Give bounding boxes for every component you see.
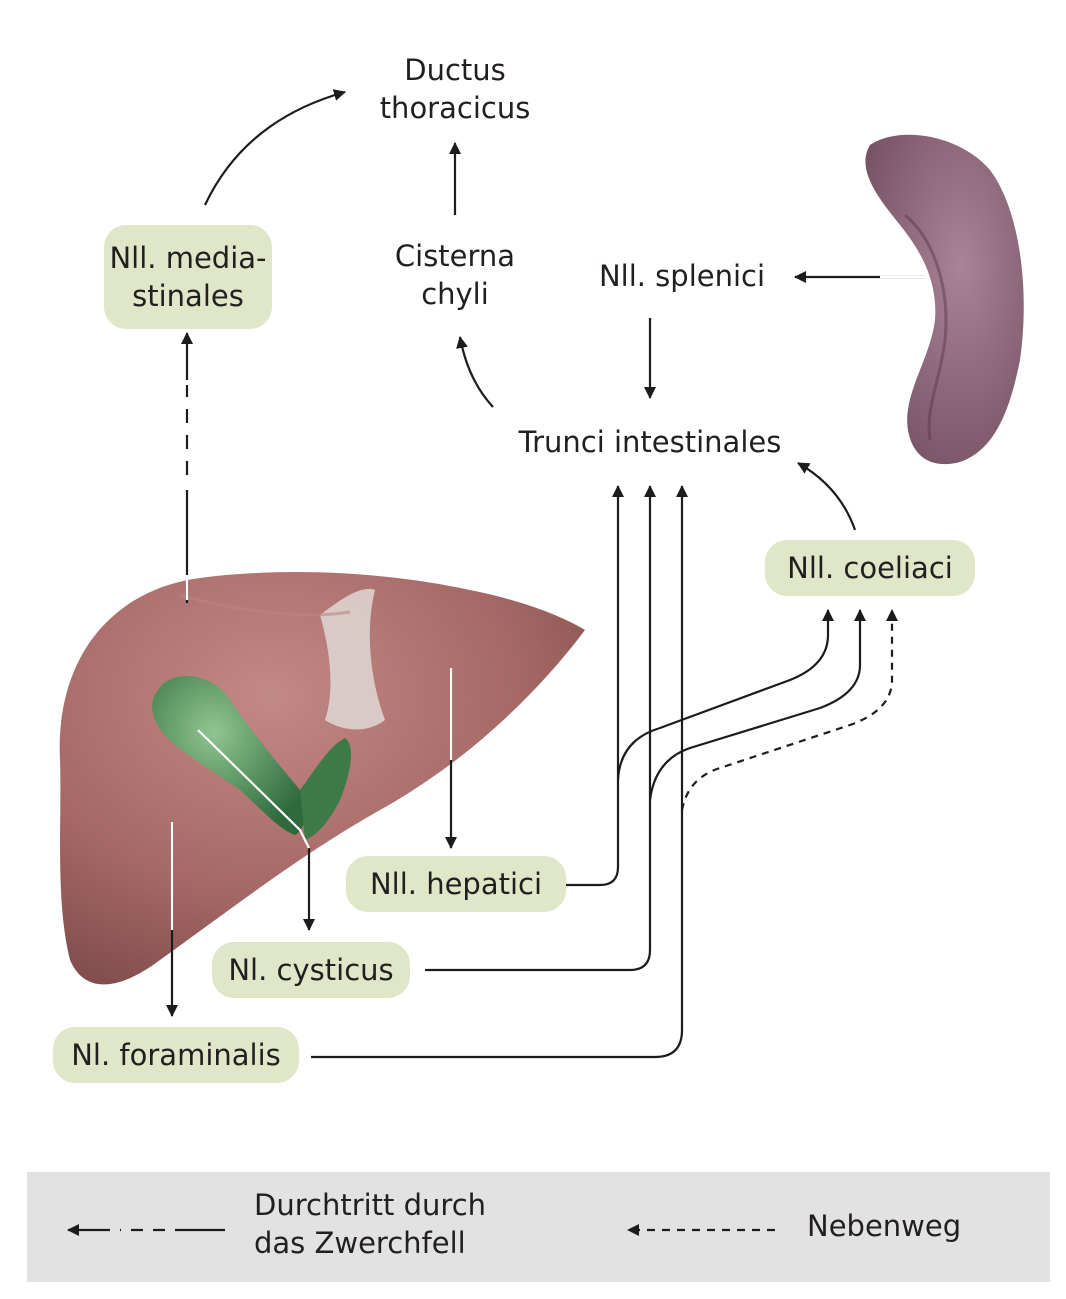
label-cisterna-line-2: chyli <box>421 277 489 311</box>
arrow-coeliaci-to-trunci <box>797 462 857 531</box>
arrow-mediastinales-to-ductus <box>204 89 346 206</box>
arrow-cysticus-to-trunci <box>425 485 656 972</box>
label-nll-splenici: Nll. splenici <box>598 259 766 293</box>
node-nll-coeliaci: Nll. coeliaci <box>765 540 975 596</box>
label-trunci-intestinales: Trunci intestinales <box>518 425 782 459</box>
arrow-foraminalis-to-trunci <box>311 485 688 1059</box>
node-nll-mediastinales: Nll. media- stinales <box>104 225 272 329</box>
label-ductus-line-1: Ductus <box>404 53 506 87</box>
legend-side-path-symbol <box>627 1224 775 1236</box>
label-ductus-line-2: thoracicus <box>379 91 531 125</box>
label-ductus-thoracicus: Ductus thoracicus <box>375 51 535 127</box>
arrow-hepatici-to-trunci <box>562 485 624 887</box>
node-nl-cysticus: Nl. cysticus <box>212 942 410 998</box>
arrow-hepatici-to-coeliaci <box>616 609 834 781</box>
arrow-trunci-to-cisterna <box>456 336 494 408</box>
legend-diaphragm-label: Durchtritt durch das Zwerchfell <box>254 1186 486 1262</box>
legend-diaphragm-line-2: das Zwerchfell <box>254 1226 466 1260</box>
node-nl-foraminalis: Nl. foraminalis <box>53 1027 299 1083</box>
legend-diaphragm-line-1: Durchtritt durch <box>254 1188 487 1222</box>
node-mediastinales-line-2: stinales <box>132 279 244 313</box>
legend-diaphragm-symbol <box>67 1224 225 1236</box>
legend-side-path-label: Nebenweg <box>807 1209 962 1243</box>
legend-panel: Durchtritt durch das Zwerchfell Nebenweg <box>27 1172 1050 1282</box>
arrow-foraminalis-to-coeliaci-dashed <box>680 609 898 811</box>
node-mediastinales-line-1: Nll. media- <box>109 241 267 275</box>
spleen-illustration <box>865 134 1024 465</box>
gallbladder-illustration <box>152 676 352 840</box>
label-cisterna-line-1: Cisterna <box>394 239 516 273</box>
arrow-cysticus-to-coeliaci <box>648 609 866 801</box>
label-cisterna-chyli: Cisterna chyli <box>385 237 525 313</box>
node-nll-hepatici: Nll. hepatici <box>346 856 566 912</box>
